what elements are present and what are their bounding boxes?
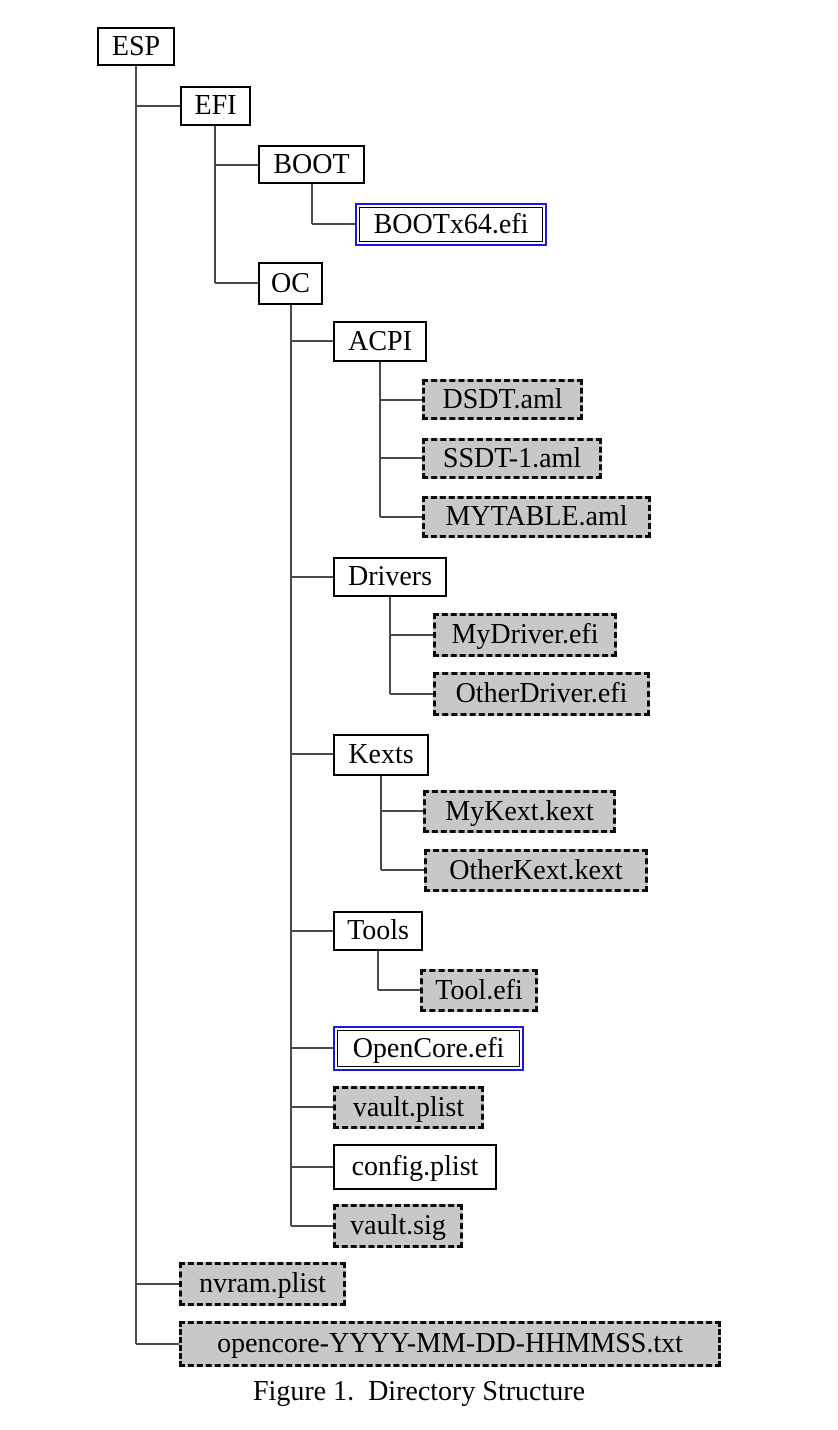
tree-node-kexts: Kexts — [333, 734, 429, 776]
tree-node-config-plist: config.plist — [333, 1144, 497, 1190]
tree-node-vault-sig: vault.sig — [333, 1204, 463, 1248]
tree-node-opencore-efi: OpenCore.efi — [333, 1026, 524, 1071]
tree-node-mykext-kext: MyKext.kext — [423, 790, 616, 833]
tree-node-dsdt-aml: DSDT.aml — [422, 379, 583, 420]
tree-node-tool-efi: Tool.efi — [420, 969, 538, 1012]
tree-node-opencore-log-txt: opencore-YYYY-MM-DD-HHMMSS.txt — [179, 1321, 721, 1367]
tree-node-esp: ESP — [97, 27, 175, 66]
tree-node-boot: BOOT — [258, 145, 365, 184]
tree-node-nvram-plist: nvram.plist — [179, 1262, 346, 1306]
tree-node-efi: EFI — [180, 86, 251, 126]
tree-node-drivers: Drivers — [333, 557, 447, 597]
tree-node-mytable-aml: MYTABLE.aml — [422, 496, 651, 538]
tree-node-otherdriver-efi: OtherDriver.efi — [433, 672, 650, 716]
tree-node-vault-plist: vault.plist — [333, 1086, 484, 1129]
tree-node-acpi: ACPI — [333, 321, 427, 362]
tree-node-otherkext-kext: OtherKext.kext — [424, 849, 648, 892]
tree-node-bootx64-efi: BOOTx64.efi — [355, 203, 547, 246]
tree-node-tools: Tools — [333, 911, 423, 951]
tree-node-ssdt-1-aml: SSDT-1.aml — [422, 438, 602, 479]
tree-node-mydriver-efi: MyDriver.efi — [433, 613, 617, 657]
tree-node-oc: OC — [258, 262, 323, 305]
figure-caption: Figure 1. Directory Structure — [252, 1376, 586, 1407]
